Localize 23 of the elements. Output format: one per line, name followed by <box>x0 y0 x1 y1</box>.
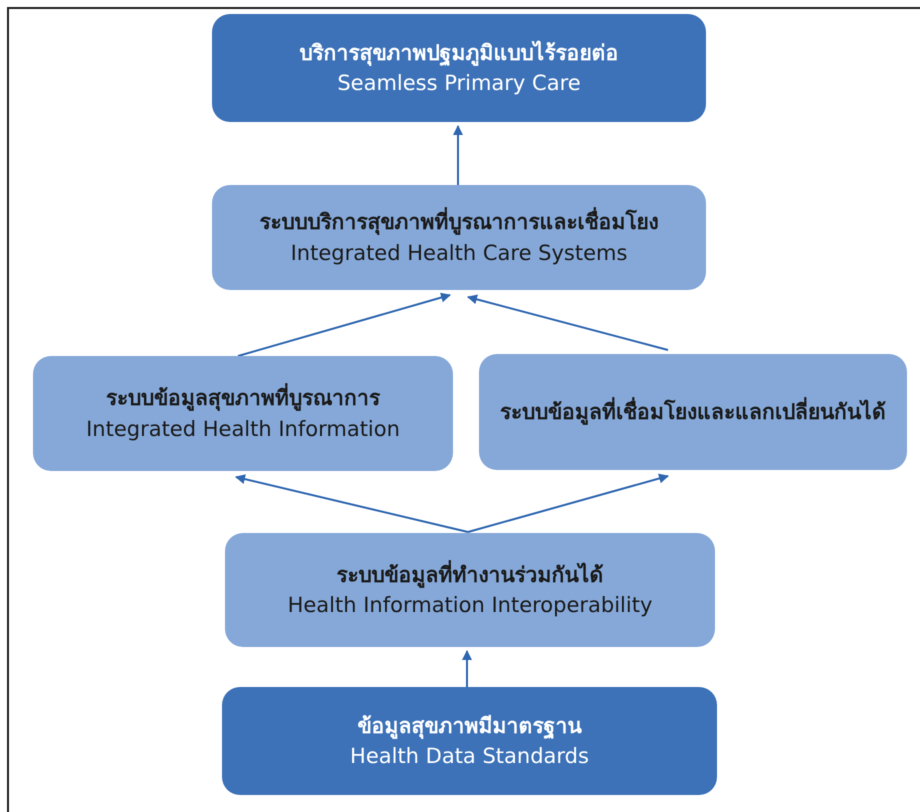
arrow <box>468 474 669 533</box>
process-box <box>212 185 706 290</box>
arrow <box>453 125 463 185</box>
box-subtitle: Integrated Health Information <box>86 416 400 442</box>
box-heading: ระบบข้อมูลที่เชื่อมโยงและแลกเปลี่ยนกันได้ <box>500 396 886 428</box>
box-subtitle: Seamless Primary Care <box>337 70 581 97</box>
arrow <box>462 650 472 687</box>
box-heading: ระบบข้อมูลที่ทำงานร่วมกันได้ <box>336 560 604 590</box>
box-heading: ข้อมูลสุขภาพมีมาตรฐาน <box>358 712 582 741</box>
box-heading: บริการสุขภาพปฐมภูมิแบบไร้รอยต่อ <box>300 40 618 68</box>
arrow <box>235 474 468 533</box>
process-box <box>212 14 706 122</box>
process-box <box>479 354 907 470</box>
process-box <box>225 533 715 647</box>
arrow <box>467 294 668 351</box>
box-subtitle: Health Data Standards <box>350 743 589 770</box>
box-subtitle: Integrated Health Care Systems <box>290 240 628 266</box>
process-box <box>222 687 717 795</box>
arrow <box>238 292 451 357</box>
box-heading: ระบบบริการสุขภาพที่บูรณาการและเชื่อมโยง <box>260 207 658 238</box>
box-subtitle: Health Information Interoperability <box>288 592 652 619</box>
box-heading: ระบบข้อมูลสุขภาพที่บูรณาการ <box>106 383 380 414</box>
process-box <box>33 356 453 471</box>
